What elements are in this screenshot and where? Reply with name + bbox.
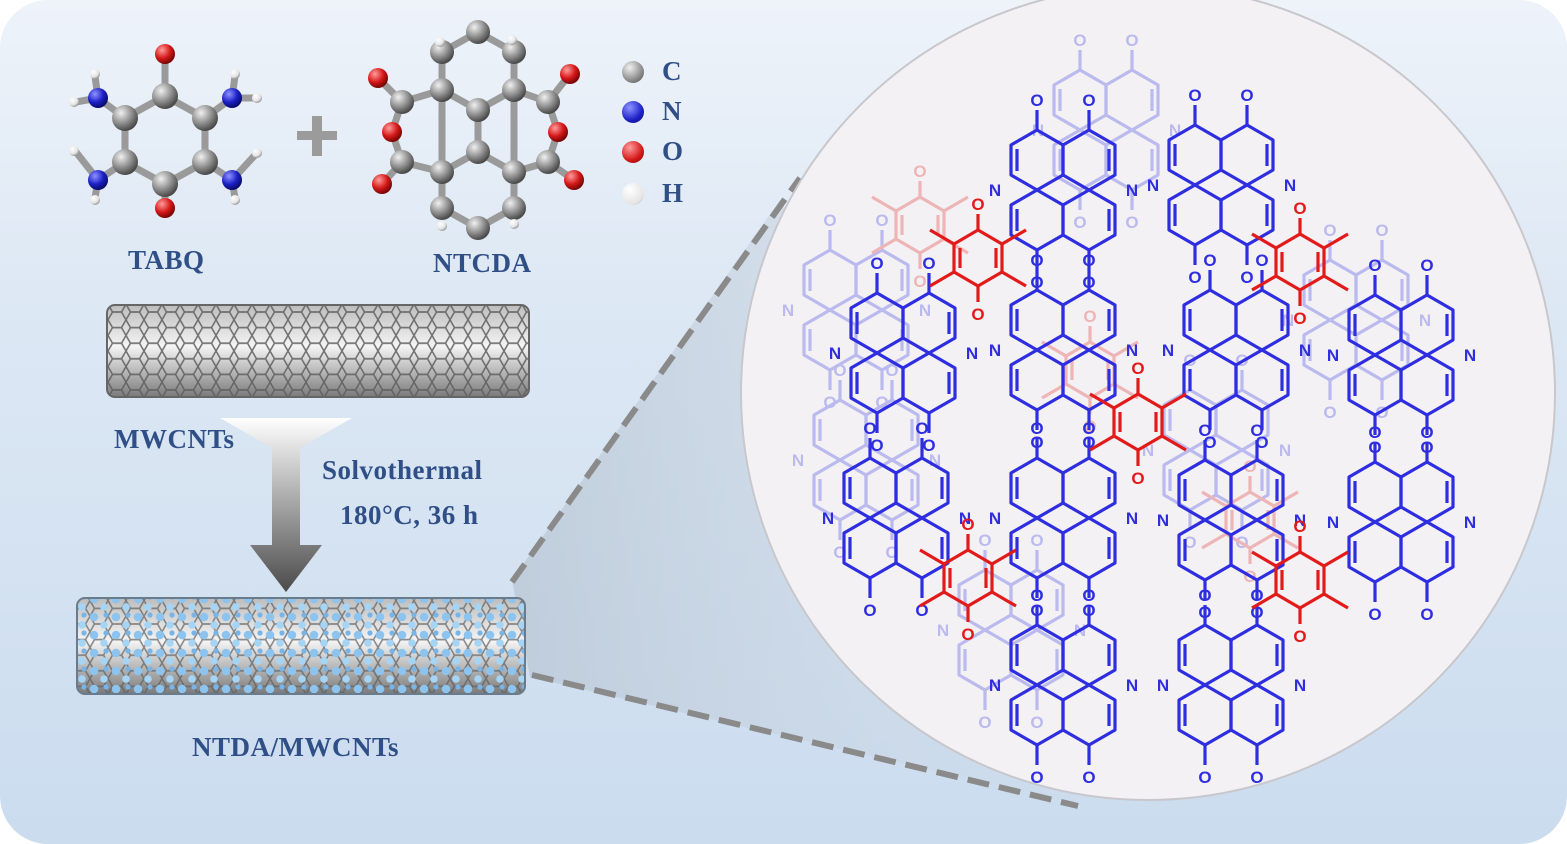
- zoom-lines: [509, 176, 1079, 809]
- legend-nitrogen-symbol: N: [662, 96, 682, 126]
- ntda-mwcnt-tube: [76, 597, 526, 695]
- hydrogen-ball-icon: [622, 182, 644, 205]
- legend-oxygen: O: [622, 136, 683, 167]
- legend-hydrogen-symbol: H: [662, 178, 684, 208]
- nitrogen-ball-icon: [622, 100, 644, 123]
- mwcnt-tube: [106, 304, 530, 398]
- mwcnts-label: MWCNTs: [114, 424, 235, 454]
- tabq-molecule: [69, 44, 262, 218]
- legend-hydrogen: H: [622, 178, 683, 209]
- legend-nitrogen: N: [622, 96, 682, 127]
- ntcda-molecule: [368, 20, 584, 240]
- ntda-mwcnts-label: NTDA/MWCNTs: [192, 732, 400, 762]
- ntcda-label: NTCDA: [433, 248, 532, 278]
- legend-oxygen-symbol: O: [662, 136, 684, 166]
- legend-carbon-symbol: C: [662, 56, 682, 86]
- conditions-label: 180°C, 36 h: [340, 500, 479, 530]
- reaction-arrow: [220, 418, 352, 592]
- oxygen-ball-icon: [622, 140, 644, 163]
- framework-zoom-circle: [740, 0, 1556, 801]
- legend-carbon: C: [622, 56, 682, 87]
- solvothermal-label: Solvothermal: [322, 455, 483, 485]
- plus-icon: [297, 116, 337, 156]
- tabq-label: TABQ: [128, 245, 205, 275]
- carbon-ball-icon: [622, 60, 644, 83]
